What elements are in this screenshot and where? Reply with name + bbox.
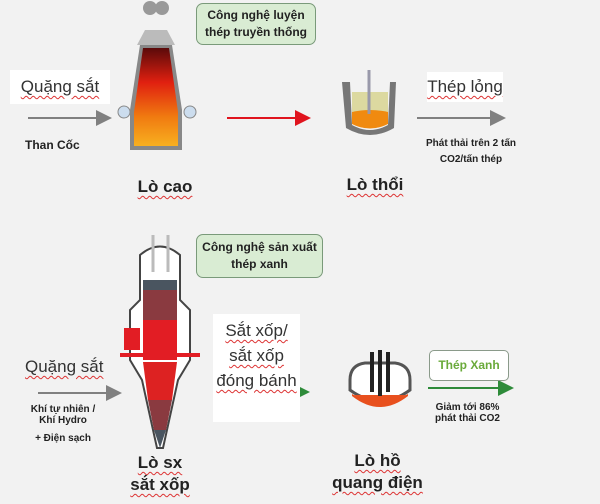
traditional-emission-text: Phát thải trên 2 tấn CO2/tấn thép: [425, 138, 516, 165]
traditional-tech-label: Công nghệ luyện thép truyền thống: [196, 3, 316, 45]
converter-label: Lò thổi: [346, 175, 404, 194]
green-tech-label: Công nghệ sản xuất thép xanh: [196, 234, 323, 278]
sponge-iron-box: Sắt xốp/ sắt xốp đóng bánh: [213, 314, 300, 422]
coke-label: Than Cốc: [25, 138, 80, 152]
iron-ore-label: Quặng sắt: [20, 77, 100, 96]
electric-arc-furnace-icon: [348, 350, 412, 407]
iron-ore-box: Quặng sắt: [10, 70, 110, 104]
clean-power-label: + Điện sạch: [35, 433, 91, 444]
blast-furnace-icon: [117, 1, 197, 150]
iron-ore-label-green: Quặng sắt: [25, 357, 104, 376]
green-emission-text: Giảm tới 86% phát thải CO2: [434, 402, 500, 424]
green-steel-box: Thép Xanh: [429, 350, 509, 381]
dri-furnace-label: Lò sx sắt xốp: [130, 453, 190, 494]
eaf-label: Lò hồ quang điện: [332, 451, 423, 492]
blast-furnace-label: Lò cao: [137, 177, 193, 196]
liquid-steel-box: Thép lỏng: [427, 72, 503, 102]
dri-furnace-icon: [120, 235, 200, 449]
gas-label: Khí tự nhiên / Khí Hydro: [30, 404, 96, 426]
converter-icon: [342, 70, 396, 135]
